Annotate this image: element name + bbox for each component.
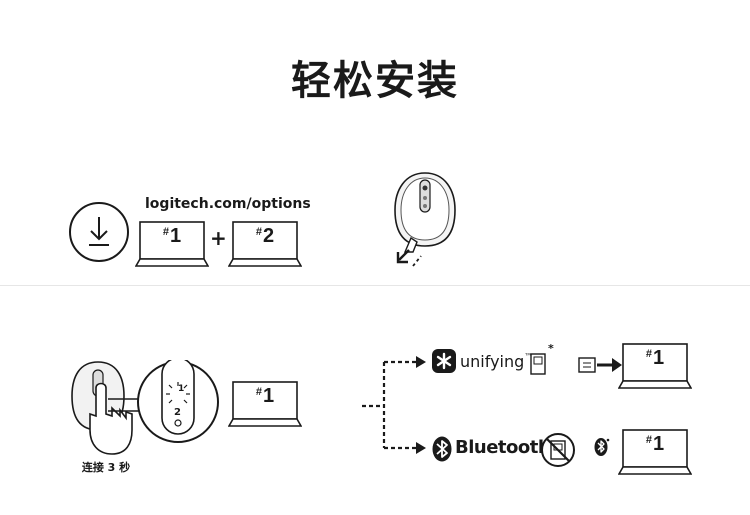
download-url: logitech.com/options	[145, 196, 311, 212]
laptop-unifying-icon: #1	[618, 342, 692, 390]
laptop-2-badge: #2	[255, 225, 275, 247]
download-icon	[69, 202, 129, 262]
branch-connector-lines	[362, 356, 426, 454]
laptop-bluetooth-icon: #1	[618, 428, 692, 476]
connect-caption: 连接 3 秒	[81, 461, 131, 474]
laptop-2-icon: #2	[228, 220, 302, 268]
laptop-1-badge: #1	[162, 225, 182, 247]
unifying-label: unifying™	[460, 352, 533, 371]
footnote-star: *	[548, 342, 554, 355]
unifying-receiver-icon	[530, 353, 546, 375]
channel-2-label: 2	[174, 407, 181, 418]
laptop-1-icon: #1	[135, 220, 209, 268]
page-title: 轻松安装	[291, 58, 459, 104]
unifying-logo-icon	[432, 349, 456, 373]
plus-sign: +	[210, 226, 227, 250]
channel-button-zoom-icon	[137, 360, 219, 443]
mouse-battery-pull-icon	[394, 172, 456, 267]
laptop-connect-badge: #1	[255, 385, 275, 407]
laptop-connect-icon: #1	[228, 380, 302, 428]
laptop-bluetooth-badge: #1	[645, 433, 665, 455]
hand-press-mouse-icon	[71, 361, 133, 455]
channel-1-label: 1	[178, 384, 185, 394]
receiver-insert-icon	[578, 357, 622, 373]
section-divider	[0, 285, 750, 286]
bluetooth-logo-icon	[432, 436, 452, 462]
bluetooth-small-icon	[594, 438, 610, 456]
no-receiver-icon	[541, 433, 575, 467]
laptop-unifying-badge: #1	[645, 347, 665, 369]
